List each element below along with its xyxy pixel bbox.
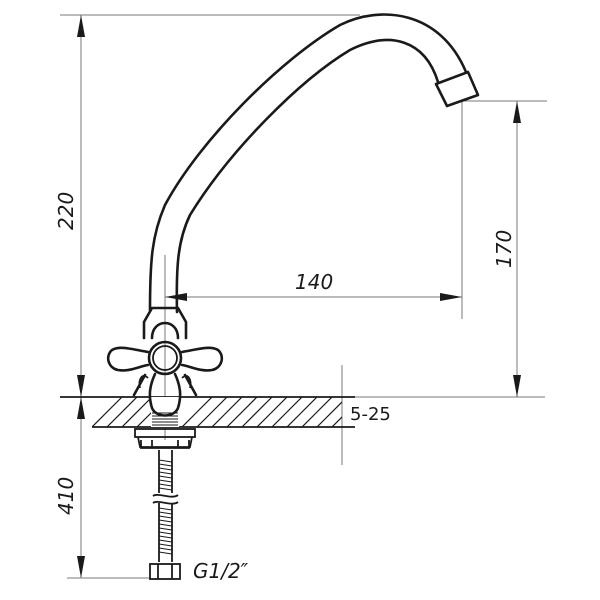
dimension-410-label: 410	[54, 477, 78, 515]
cross-handle	[106, 346, 224, 372]
arrow-right-icon	[440, 293, 462, 301]
dimension-170-label: 170	[492, 230, 516, 268]
arrow-up-icon	[77, 15, 85, 37]
mounting-nut	[134, 428, 196, 449]
spout	[148, 13, 480, 314]
arrow-down-icon	[513, 375, 521, 397]
aerator	[434, 70, 480, 108]
faucet-body	[106, 306, 224, 426]
end-nut	[149, 563, 181, 580]
thread-size-label: G1/2″	[193, 559, 249, 583]
flexible-hose	[149, 450, 181, 580]
arrow-up-icon	[77, 397, 85, 419]
handle-hub	[147, 340, 183, 376]
dimension-140-label: 140	[295, 270, 333, 294]
dimension-220-label: 220	[54, 192, 78, 230]
dimension-5-25-label: 5-25	[350, 404, 391, 425]
countertop	[60, 396, 355, 428]
arrow-down-icon	[77, 375, 85, 397]
arrow-down-icon	[77, 556, 85, 578]
arrow-up-icon	[513, 101, 521, 123]
